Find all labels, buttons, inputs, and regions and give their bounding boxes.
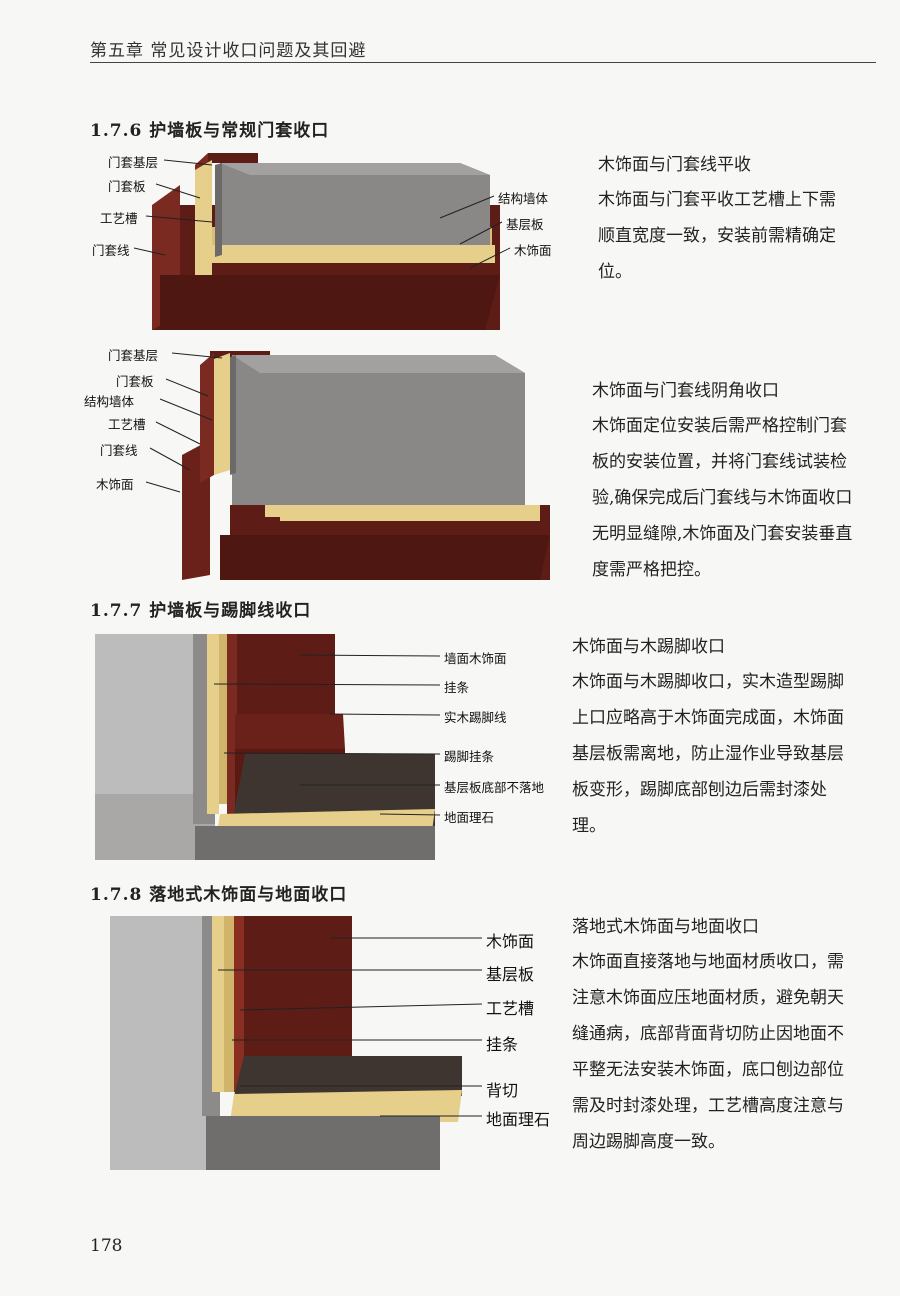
fig3-leader-lines — [213, 654, 441, 816]
section-title-176: 1.7.6 护墙板与常规门套收口 — [90, 121, 330, 141]
desc1-title: 木饰面与门套线平收 — [598, 155, 751, 175]
desc3-body: 木饰面与木踢脚收口，实木造型踢脚 上口应略高于木饰面完成面，木饰面 基层板需离地… — [572, 664, 844, 844]
figure-wainscot-skirting — [95, 634, 435, 860]
fig1-label-groove: 工艺槽 — [100, 211, 138, 226]
fig4-label-base-board: 基层板 — [486, 965, 535, 984]
figure-floor-standing-veneer — [110, 916, 462, 1170]
fig2-label-groove: 工艺槽 — [108, 417, 146, 432]
fig3-label-cleat: 挂条 — [444, 680, 470, 695]
section-title-177: 1.7.7 护墙板与踢脚线收口 — [90, 601, 312, 621]
fig3-label-solid-skirting: 实木踢脚线 — [444, 710, 507, 725]
fig2-label-door-board: 门套板 — [116, 374, 154, 389]
desc3-line: 木饰面与木踢脚收口，实木造型踢脚 — [572, 672, 844, 692]
fig3-label-skirting-cleat: 踢脚挂条 — [444, 749, 495, 764]
header-divider — [90, 62, 876, 63]
desc4-line: 木饰面直接落地与地面材质收口，需 — [572, 952, 844, 972]
fig2-label-casing-line: 门套线 — [100, 443, 138, 458]
desc2-line: 度需严格把控。 — [592, 560, 711, 580]
desc4-body: 木饰面直接落地与地面材质收口，需 注意木饰面应压地面材质，避免朝天 缝通病，底部… — [572, 944, 844, 1160]
fig1-leader-lines — [133, 159, 511, 269]
fig3-label-floor-marble: 地面理石 — [444, 810, 495, 825]
desc2-body: 木饰面定位安装后需严格控制门套 板的安装位置，并将门套线试装检 验,确保完成后门… — [592, 408, 852, 588]
fig1-label-wood-veneer: 木饰面 — [514, 243, 552, 258]
fig4-label-cleat: 挂条 — [486, 1035, 519, 1054]
fig3-label-wall-veneer: 墙面木饰面 — [444, 651, 507, 666]
fig4-leader-lines — [218, 937, 483, 1117]
figure-door-casing-inner-corner — [182, 351, 550, 580]
desc2-title: 木饰面与门套线阴角收口 — [592, 381, 779, 401]
fig1-label-base-board: 基层板 — [506, 217, 544, 232]
fig3-label-base-off-floor: 基层板底部不落地 — [444, 780, 545, 795]
desc3-line: 基层板需离地，防止湿作业导致基层 — [572, 744, 844, 764]
chapter-header: 第五章 常见设计收口问题及其回避 — [90, 41, 367, 61]
desc3-line: 上口应略高于木饰面完成面，木饰面 — [572, 708, 844, 728]
desc4-title: 落地式木饰面与地面收口 — [572, 917, 759, 937]
fig4-label-groove: 工艺槽 — [486, 999, 535, 1018]
desc2-line: 验,确保完成后门套线与木饰面收口 — [592, 488, 853, 508]
fig1-label-casing-line: 门套线 — [92, 243, 130, 258]
fig2-label-wood-veneer: 木饰面 — [96, 477, 134, 492]
desc1-line: 位。 — [598, 262, 632, 282]
fig4-label-floor-marble: 地面理石 — [486, 1110, 551, 1129]
fig4-label-wood-veneer: 木饰面 — [486, 932, 535, 951]
desc4-line: 注意木饰面应压地面材质，避免朝天 — [572, 988, 844, 1008]
section-title-178: 1.7.8 落地式木饰面与地面收口 — [90, 885, 348, 905]
fig4-label-back-cut: 背切 — [486, 1081, 519, 1100]
desc2-line: 无明显缝隙,木饰面及门套安装垂直 — [592, 524, 853, 544]
fig1-label-door-base: 门套基层 — [108, 155, 159, 170]
fig2-leader-lines — [145, 352, 223, 493]
desc4-line: 周边踢脚高度一致。 — [572, 1132, 725, 1152]
desc3-line: 理。 — [572, 816, 606, 836]
fig2-label-door-base: 门套基层 — [108, 348, 159, 363]
desc1-line: 木饰面与门套平收工艺槽上下需 — [598, 190, 836, 210]
desc1-body: 木饰面与门套平收工艺槽上下需 顺直宽度一致，安装前需精确定 位。 — [598, 182, 836, 290]
desc2-line: 木饰面定位安装后需严格控制门套 — [592, 416, 847, 436]
fig2-label-structural-wall: 结构墙体 — [84, 394, 135, 409]
page-number: 178 — [90, 1236, 123, 1256]
desc3-line: 板变形，踢脚底部刨边后需封漆处 — [572, 780, 827, 800]
desc4-line: 平整无法安装木饰面，底口刨边部位 — [572, 1060, 844, 1080]
desc4-line: 缝通病，底部背面背切防止因地面不 — [572, 1024, 844, 1044]
desc3-title: 木饰面与木踢脚收口 — [572, 637, 725, 657]
desc2-line: 板的安装位置，并将门套线试装检 — [592, 452, 847, 472]
figure-door-casing-flush — [152, 153, 500, 330]
desc1-line: 顺直宽度一致，安装前需精确定 — [598, 226, 836, 246]
fig1-label-door-board: 门套板 — [108, 179, 146, 194]
fig1-label-structural-wall: 结构墙体 — [498, 191, 549, 206]
desc4-line: 需及时封漆处理，工艺槽高度注意与 — [572, 1096, 844, 1116]
